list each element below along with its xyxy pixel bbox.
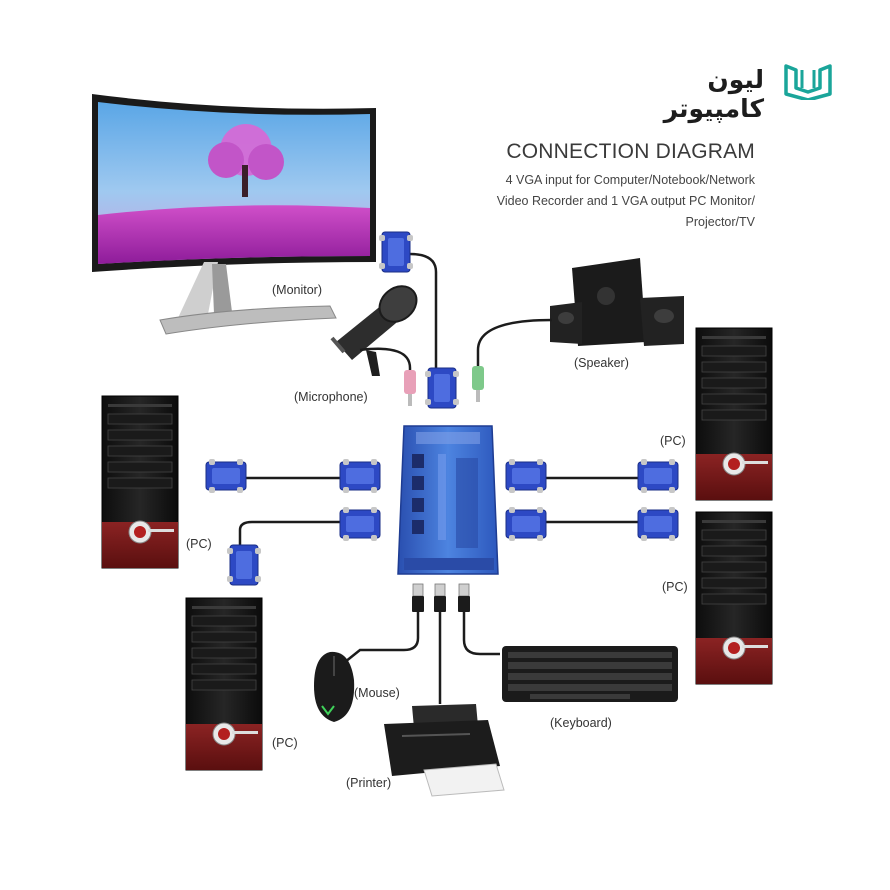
brand-book-icon (784, 64, 832, 100)
vga-connector-in4 (505, 506, 547, 542)
label-monitor: (Monitor) (272, 283, 323, 297)
pc-right-top (695, 327, 773, 501)
label-speaker: (Speaker) (574, 356, 629, 370)
vga-connector-pc2 (226, 544, 262, 586)
diagram-title: CONNECTION DIAGRAM (506, 140, 755, 163)
usb-plug-mouse (411, 583, 425, 613)
label-pc-left-bottom: (PC) (272, 736, 298, 750)
vga-connector-pc3 (637, 458, 679, 494)
keyboard-device (502, 646, 678, 702)
brand-name: لیون کامپیوتر (663, 65, 764, 123)
audio-plugs (404, 366, 484, 406)
label-printer: (Printer) (346, 776, 392, 790)
vga-connector-in2 (339, 506, 381, 542)
pc-right-bottom (695, 511, 773, 685)
pc-left-top (101, 395, 179, 569)
speaker-device (550, 258, 684, 346)
diagram-subtitle: 4 VGA input for Computer/Notebook/Networ… (430, 170, 755, 233)
vga-connector-pc1 (205, 458, 247, 494)
label-pc-right-top: (PC) (660, 434, 686, 448)
kvm-switch-device (397, 425, 499, 575)
cables (238, 252, 638, 704)
brand-logo: لیون کامپیوتر (600, 60, 840, 123)
label-mouse: (Mouse) (354, 686, 400, 700)
mouse-device (314, 651, 355, 722)
subtitle-line: Projector/TV (685, 215, 755, 229)
subtitle-line: Video Recorder and 1 VGA output PC Monit… (496, 194, 755, 208)
label-pc-left-top: (PC) (186, 537, 212, 551)
vga-connector-monitor (378, 231, 414, 273)
usb-plug-printer (433, 583, 447, 613)
label-pc-right-bottom: (PC) (662, 580, 688, 594)
subtitle-line: 4 VGA input for Computer/Notebook/Networ… (505, 173, 755, 187)
printer-device (384, 704, 505, 797)
vga-connector-in3 (505, 458, 547, 494)
vga-connector-in1 (339, 458, 381, 494)
pc-left-bottom (185, 597, 263, 771)
label-keyboard: (Keyboard) (550, 716, 612, 730)
vga-connector-pc4 (637, 506, 679, 542)
vga-connector-output (424, 367, 460, 409)
usb-plug-keyboard (457, 583, 471, 613)
microphone-device (330, 285, 418, 376)
label-microphone: (Microphone) (294, 390, 368, 404)
monitor-device (92, 94, 376, 335)
